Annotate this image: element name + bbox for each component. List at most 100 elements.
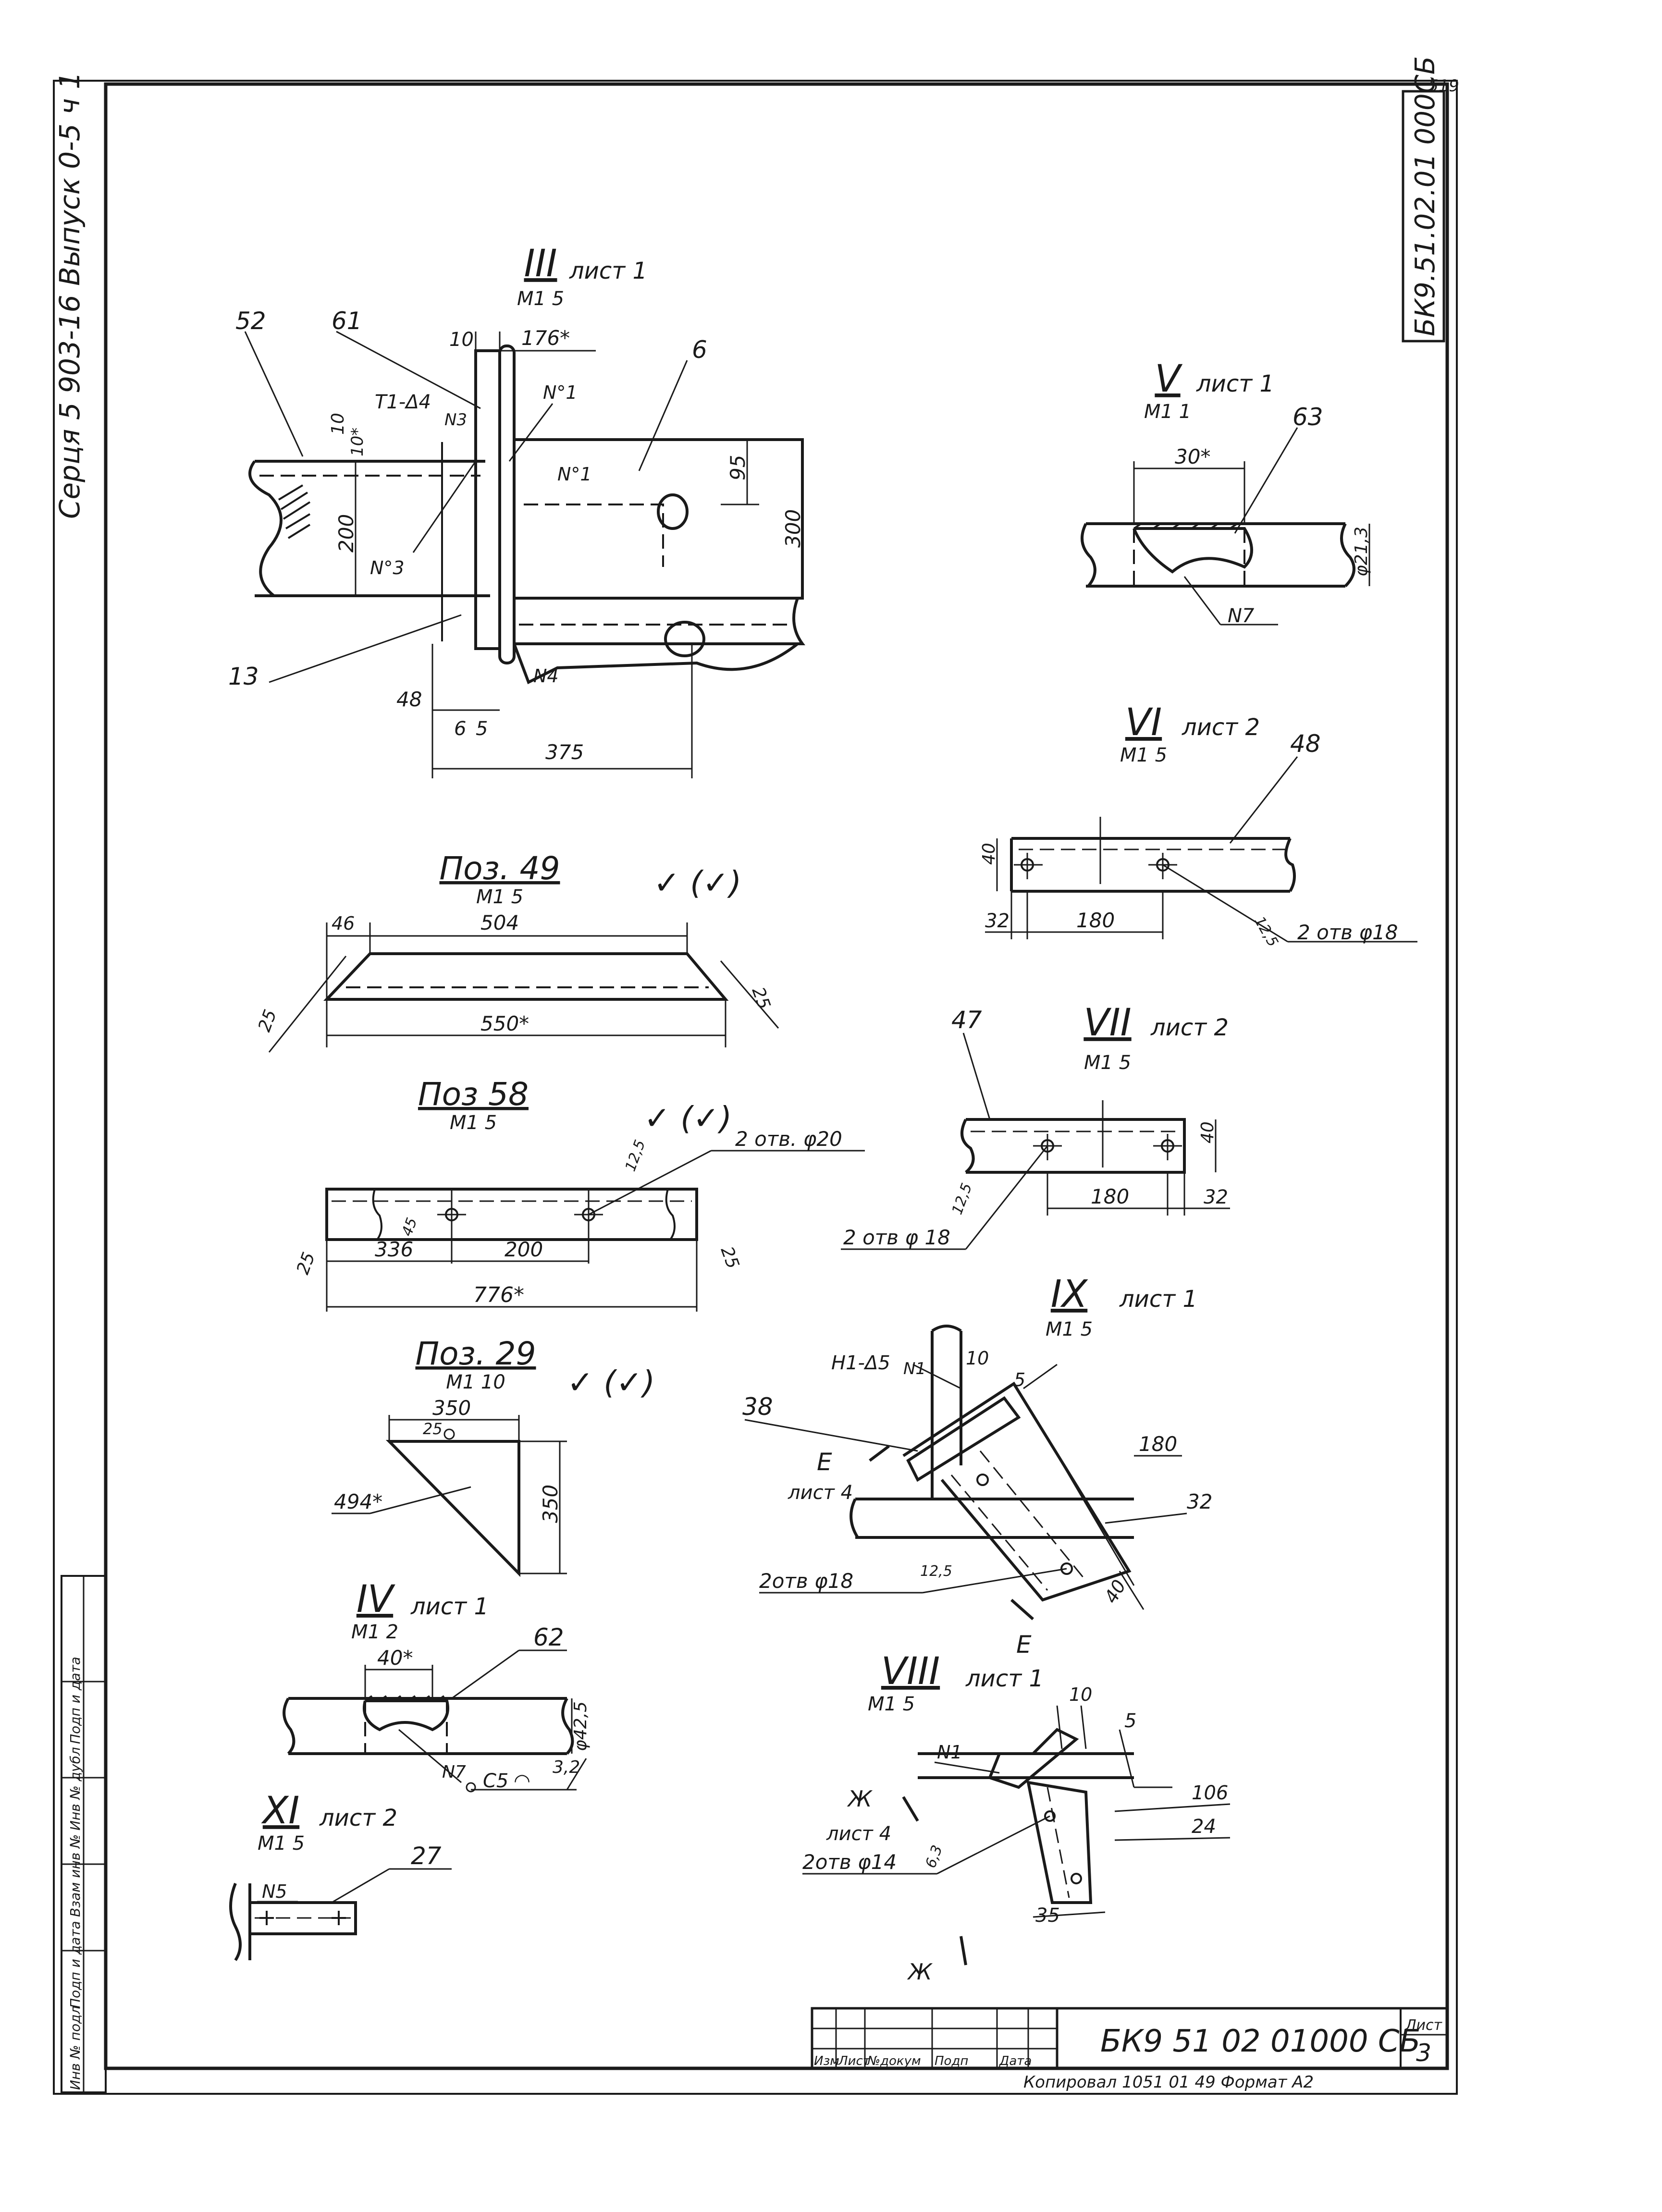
sheet-label: Лист (1405, 2017, 1443, 2034)
left-stamp-strip: Инв № подл Подп и дата Взам инв № Инв № … (61, 1575, 107, 2093)
part-58-scale: М1 5 (450, 1112, 497, 1134)
dim-45: 45 (399, 1216, 421, 1239)
view-v-sheet: лист 1 (1196, 370, 1274, 397)
doc-code-box: БК9.51.02.01 000СБ (1402, 56, 1445, 343)
view-iv-sheet: лист 1 (410, 1593, 489, 1620)
weld-n3b: N°3 (370, 557, 405, 578)
view-vii-scale: М1 5 (1084, 1052, 1131, 1074)
part-29: Поз. 29 М1 10 ✓ (✓) 350 25 350 494* (332, 1335, 655, 1577)
view-v-scale: М1 1 (1144, 401, 1191, 423)
part-29-roughness: ✓ (✓) (567, 1364, 655, 1401)
section-zh-top: Ж (847, 1786, 873, 1812)
title-code: БК9 51 02 01000 СБ (1100, 2024, 1421, 2059)
title-header-list: Лист (838, 2054, 871, 2068)
dim-21-3: φ21,3 (1352, 527, 1371, 577)
dim-5: 5 (476, 718, 488, 740)
dim-32-ix: 32 (1187, 1490, 1212, 1513)
title-block: Изм Лист №докум Подп Дата БК9 51 02 0100… (811, 2007, 1449, 2070)
dim-25-58b: 25 (717, 1244, 743, 1271)
view-ix-scale: М1 5 (1046, 1318, 1093, 1340)
title-header-podp: Подп (935, 2054, 968, 2068)
rough-12-5-vii: 12,5 (949, 1181, 976, 1217)
holes-viii: 2отв φ14 (802, 1850, 897, 1874)
label-48: 48 (1290, 730, 1321, 758)
dim-375: 375 (545, 740, 584, 764)
outer-border (53, 80, 1458, 2095)
part-58: Поз 58 М1 5 ✓ (✓) 2 отв. φ20 12,5 45 336… (293, 1076, 865, 1312)
weld-n7-iv: N7 (442, 1762, 466, 1782)
series-margin-label: Серця 5 903-16 Выпуск 0-5 ч 1 (53, 72, 86, 519)
dim-504: 504 (480, 911, 519, 934)
dim-6: 6 (454, 718, 466, 740)
weld-n3a: N3 (444, 410, 467, 430)
rough-12-5-58: 12,5 (622, 1138, 649, 1174)
dim-106: 106 (1192, 1782, 1228, 1804)
dim-5-viii: 5 (1124, 1710, 1136, 1732)
weld-n1-viii: N1 (937, 1742, 962, 1763)
view-iii-number: III (524, 242, 557, 285)
dim-776: 776* (473, 1283, 524, 1307)
part-49-scale: М1 5 (476, 886, 523, 908)
view-vii: VII лист 2 М1 5 40 180 32 2 отв φ 18 12,… (841, 1001, 1230, 1250)
dim-5-ix: 5 (1014, 1369, 1025, 1390)
inner-frame (104, 82, 1449, 2070)
svg-text:Инв № дубл: Инв № дубл (67, 1747, 83, 1831)
part-49-title: Поз. 49 (439, 850, 560, 887)
weld-n4: N4 (533, 665, 559, 687)
dim-24: 24 (1192, 1816, 1216, 1838)
dim-25-58a: 25 (293, 1250, 319, 1277)
label-52: 52 (235, 307, 266, 335)
label-27: 27 (411, 1842, 442, 1870)
label-62: 62 (533, 1623, 564, 1651)
dim-550: 550* (480, 1012, 529, 1035)
view-xi-sheet: лист 2 (319, 1805, 397, 1831)
label-13: 13 (228, 663, 259, 690)
view-vi-sheet: лист 2 (1182, 714, 1260, 741)
label-63: 63 (1293, 403, 1323, 431)
dim-10-v: 10 (328, 413, 348, 435)
part-49: Поз. 49 М1 5 ✓ (✓) 46 504 550* 25 25 (255, 850, 779, 1053)
view-ix-number: IX (1051, 1273, 1088, 1316)
view-ix-sheet: лист 1 (1119, 1286, 1197, 1313)
svg-text:Серця 5 903-16 Выпуск 0-5 ч: Серця 5 903-16 Выпуск 0-5 ч 1 (53, 72, 86, 519)
dim-176: 176* (521, 326, 570, 350)
view-xi-scale: М1 5 (258, 1832, 305, 1855)
view-vii-number: VII (1083, 1001, 1131, 1045)
view-iii-sheet: лист 1 (569, 258, 647, 284)
weld-n5: N5 (262, 1881, 287, 1902)
dim-300: 300 (781, 509, 805, 548)
title-header-doc: №докум (866, 2054, 921, 2068)
view-v-number: V (1155, 357, 1182, 401)
title-header-izm: Изм (814, 2054, 839, 2068)
part-58-roughness: ✓ (✓) (644, 1100, 732, 1137)
view-v: V лист 1 М1 1 30* φ21,3 63 N7 (1081, 357, 1371, 627)
weld-t1: Т1-Δ4 (375, 391, 431, 413)
view-xi-number: XI (261, 1789, 299, 1832)
dim-32-vi: 32 (985, 910, 1010, 932)
dim-35: 35 (1035, 1905, 1060, 1927)
rough-12-5-vi: 12,5 (1251, 914, 1281, 950)
view-iv-scale: М1 2 (351, 1621, 398, 1643)
dim-336: 336 (375, 1238, 413, 1261)
section-e-top: Е (817, 1448, 832, 1476)
dim-180-ix: 180 (1139, 1432, 1177, 1456)
view-viii-scale: М1 5 (868, 1693, 915, 1715)
label-61: 61 (332, 307, 362, 335)
view-vi-scale: М1 5 (1120, 744, 1167, 766)
section-e-bottom: Е (1016, 1631, 1032, 1659)
dim-95: 95 (726, 455, 750, 480)
view-viii-number: VIII (881, 1650, 940, 1693)
dim-46: 46 (332, 913, 355, 934)
view-vi: VI лист 2 М1 5 40 32 180 2 отв φ18 12,5 … (979, 701, 1417, 950)
dim-200-58: 200 (505, 1238, 543, 1261)
dim-180-vii: 180 (1091, 1185, 1129, 1208)
footer-line: Копировал 1051 01 49 Формат А2 (1023, 2073, 1314, 2092)
view-viii: VIII лист 1 М1 5 10 5 106 24 N1 Ж лист 4… (802, 1650, 1231, 1985)
dim-25-49a: 25 (255, 1007, 281, 1034)
dim-25-29: 25 (423, 1420, 443, 1438)
dim-350-v: 350 (539, 1485, 562, 1523)
view-vii-sheet: лист 2 (1150, 1014, 1229, 1041)
label-38: 38 (742, 1393, 773, 1421)
sheet-number: 3 (1416, 2039, 1431, 2067)
